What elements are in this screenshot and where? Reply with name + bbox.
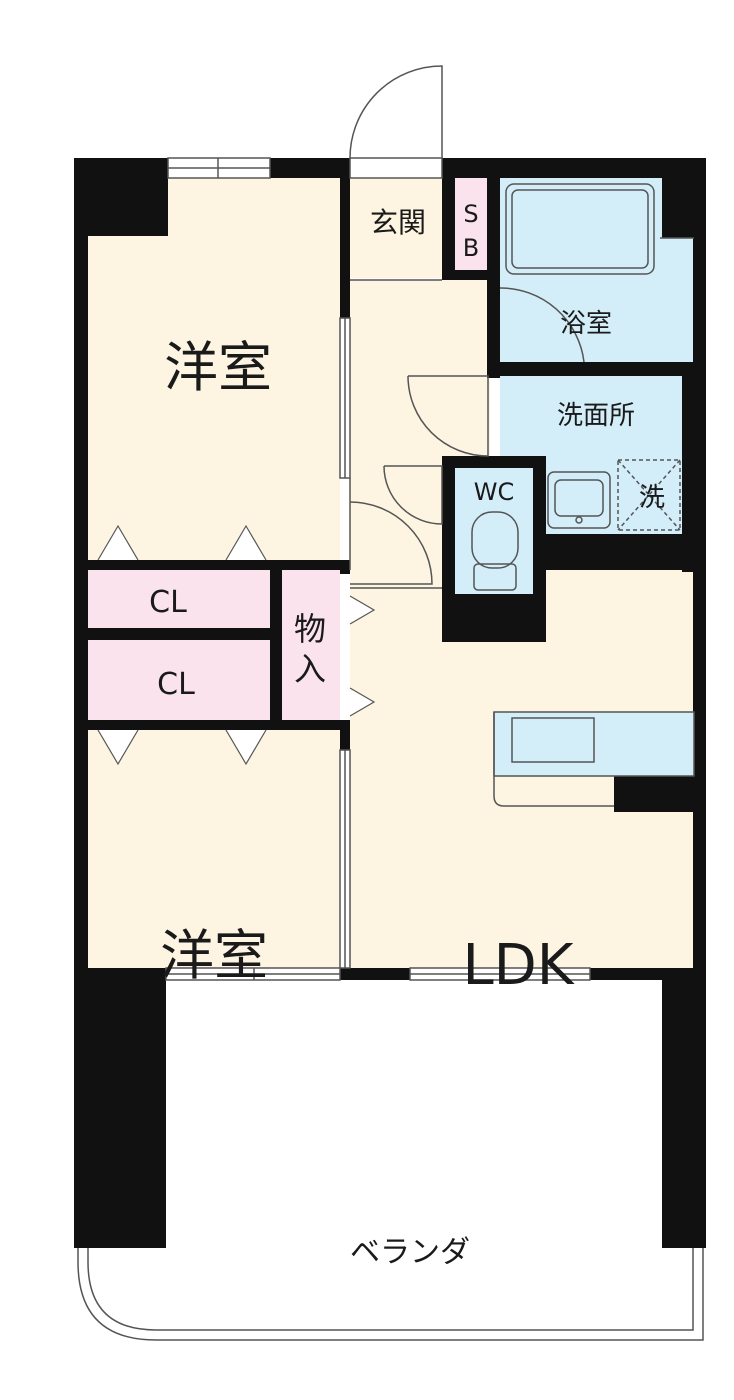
washbasin-drain xyxy=(575,516,583,524)
wall-bottom-mid xyxy=(340,968,410,980)
storage-area xyxy=(282,570,340,720)
shoe-box-area xyxy=(455,178,487,270)
closet-doors xyxy=(97,524,376,766)
bathroom-area xyxy=(500,178,694,362)
closet-1-door-b xyxy=(225,524,267,561)
balcony-outline-outer xyxy=(77,1248,704,1341)
toilet-bowl xyxy=(471,511,519,569)
bathtub-inner xyxy=(511,189,649,269)
shoe-box-label-b: B xyxy=(463,234,479,262)
entrance-label: 玄関 xyxy=(370,206,426,239)
closet-2-door-b xyxy=(225,729,267,766)
toilet-door-swing xyxy=(383,465,443,525)
ldk-door-swing xyxy=(349,501,433,585)
walls xyxy=(74,158,706,1248)
closet-1-door-a xyxy=(97,524,139,561)
ldk-label: LDK xyxy=(462,933,574,998)
entrance-area xyxy=(350,178,442,278)
bathroom-door-swing xyxy=(499,287,585,363)
closet-2-area xyxy=(88,640,270,720)
front-door-swing xyxy=(349,65,443,159)
toilet-label: WC xyxy=(474,478,515,506)
wall-toilet-top xyxy=(442,456,546,468)
closet-2-label: CL xyxy=(157,667,195,702)
entrance-opening xyxy=(349,157,443,179)
western-room-bottom-label: 洋室 xyxy=(160,924,268,987)
shoe-box-label-s: S xyxy=(463,200,478,228)
wall-top-left-strip-1 xyxy=(74,158,169,178)
wall-bottom-right xyxy=(662,968,706,1248)
kitchen-counter-edge xyxy=(493,712,614,807)
wall-toilet-bottom xyxy=(442,594,546,642)
storage-door-b xyxy=(349,687,376,717)
washer-diag-1 xyxy=(617,459,681,531)
washer-space xyxy=(617,459,681,531)
western-room-bottom-area xyxy=(88,728,340,968)
closet-1-area xyxy=(88,570,270,628)
bathroom-label: 浴室 xyxy=(560,309,612,339)
wall-entrance-right xyxy=(442,178,455,280)
storage-label-1: 物 xyxy=(294,610,326,648)
wall-bath-bottom xyxy=(500,362,706,376)
washbasin xyxy=(547,471,611,529)
wall-bottom-left xyxy=(74,968,166,1248)
wall-washroom-bottom xyxy=(546,534,693,570)
fixtures xyxy=(471,183,695,807)
wall-west-inner-lower xyxy=(340,720,350,750)
washroom-label: 洗面所 xyxy=(557,401,635,431)
wall-top-right xyxy=(442,158,704,178)
wall-top-mid xyxy=(270,158,350,178)
wall-bottom-divider xyxy=(590,968,662,980)
labels: 洋室 洋室 LDK 玄関 S B 浴室 洗面所 WC 洗 CL CL 物 入 ベ… xyxy=(149,200,665,1270)
kitchen-sink xyxy=(511,717,595,763)
washroom-door-swing xyxy=(407,375,489,457)
storage-label-2: 入 xyxy=(294,650,326,688)
washbasin-bowl xyxy=(554,479,604,517)
balcony-outline xyxy=(87,1248,694,1331)
western-room-top-area xyxy=(88,178,340,560)
western-room-top-label: 洋室 xyxy=(164,336,272,399)
toilet-area xyxy=(455,468,533,594)
doors xyxy=(349,65,585,585)
room-fills xyxy=(88,178,694,968)
washer-label: 洗 xyxy=(639,483,665,513)
closet-2-door-a xyxy=(97,729,139,766)
wall-closet-middle xyxy=(74,628,282,640)
wall-storage-right xyxy=(340,570,350,574)
closet-1-label: CL xyxy=(149,585,187,620)
washer-diag-2 xyxy=(617,459,681,531)
thin-lines xyxy=(77,157,704,1341)
toilet-tank xyxy=(473,563,517,591)
balcony-label: ベランダ xyxy=(350,1235,470,1270)
bathtub xyxy=(505,183,655,275)
wall-closet-top xyxy=(74,560,350,570)
wall-kitchen-pillar xyxy=(614,776,694,812)
wall-entrance-bottom xyxy=(442,270,500,280)
wall-closet-bottom xyxy=(74,720,350,730)
wall-west-inner-upper xyxy=(340,178,350,318)
storage-door-a xyxy=(349,595,376,625)
wall-closet-divider xyxy=(270,560,282,730)
